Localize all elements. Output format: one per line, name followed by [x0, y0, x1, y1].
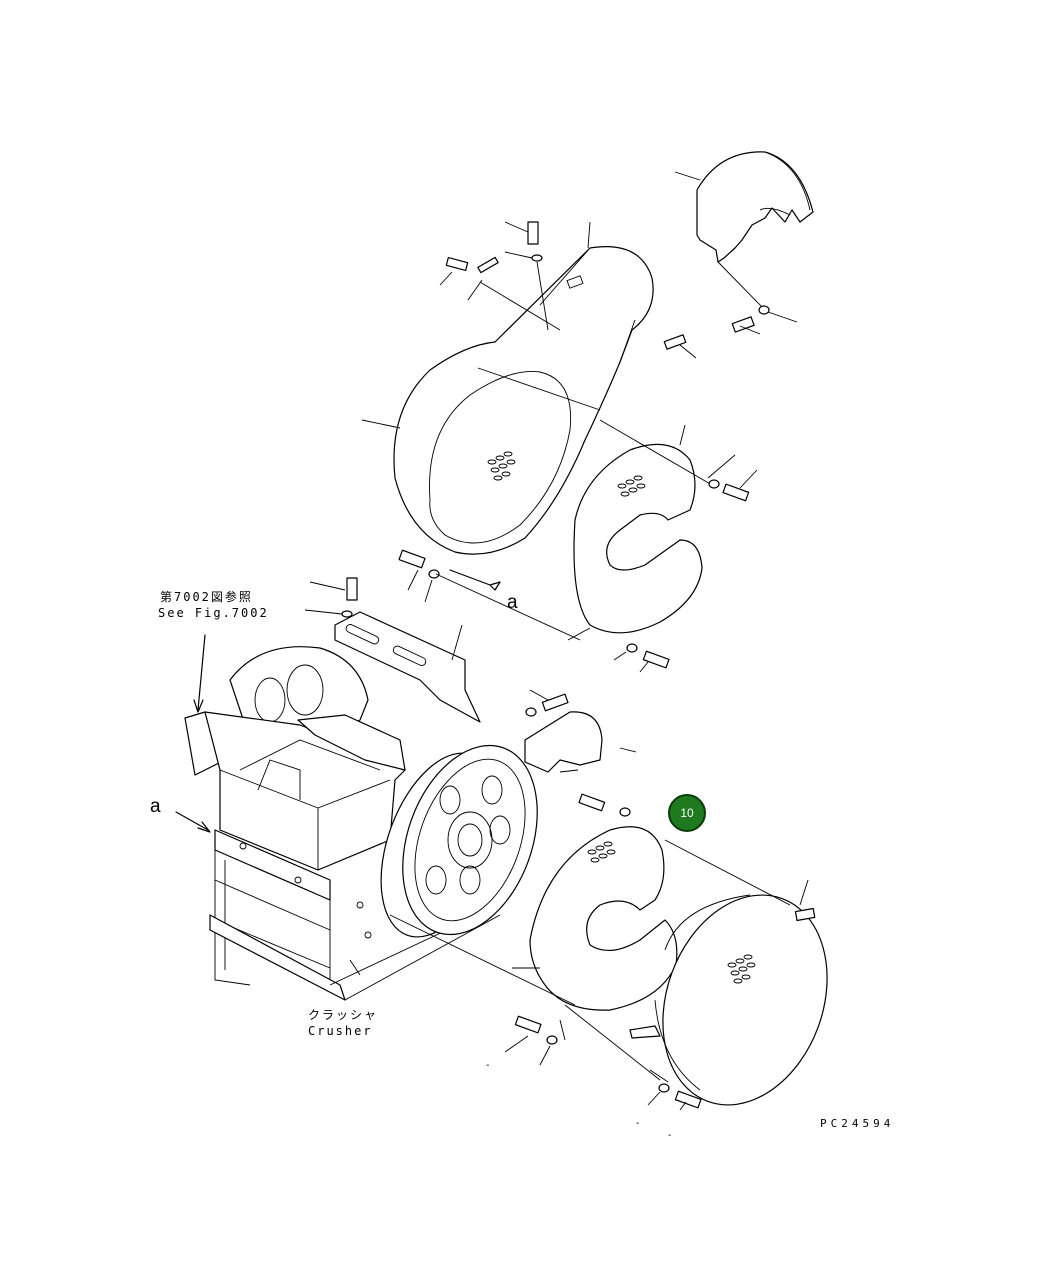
fig-reference-jp: 第7002図参照 — [160, 590, 253, 604]
fig-reference-en: See Fig.7002 — [158, 606, 269, 620]
dash-mark: - — [486, 1060, 490, 1071]
part-callout-10[interactable]: 10 — [668, 794, 706, 832]
vent-holes — [487, 451, 516, 481]
leader-arrows — [175, 634, 211, 833]
bolt-washer-set-6 — [504, 1015, 566, 1066]
upper-disc-cover — [573, 443, 703, 634]
bolt-washer-set-7 — [647, 1069, 702, 1111]
view-marker-left: a — [150, 796, 161, 817]
bolt-washer-set-4 — [525, 689, 569, 717]
flywheel — [380, 744, 538, 938]
mid-fasteners — [398, 549, 581, 641]
flywheel-bracket — [524, 711, 637, 773]
view-marker-upper: a — [507, 592, 518, 613]
vent-holes — [617, 475, 646, 497]
bracket-bolt — [304, 577, 358, 618]
dash-mark: - — [636, 1118, 640, 1129]
vent-holes — [727, 954, 756, 984]
bolt-washer-set-1 — [731, 305, 798, 335]
crusher-label-jp: クラッシャ — [308, 1008, 379, 1022]
lower-disc-cover — [529, 826, 678, 1011]
bolt-washer-set-2 — [707, 454, 758, 502]
vent-holes — [587, 841, 616, 863]
crusher-top-bracket — [334, 611, 481, 723]
upper-belt-cover — [393, 246, 654, 555]
crusher-body — [184, 646, 501, 1001]
upper-bolts — [439, 221, 697, 359]
bolt-washer-set-3 — [613, 643, 670, 673]
top-half-cover — [696, 151, 814, 263]
dash-mark: - — [668, 1130, 672, 1141]
drawing-code: PC24594 — [820, 1117, 895, 1130]
crusher-label-en: Crusher — [308, 1024, 373, 1038]
bolt-washer-set-5 — [578, 793, 631, 817]
lower-drum-cover — [654, 879, 828, 1106]
